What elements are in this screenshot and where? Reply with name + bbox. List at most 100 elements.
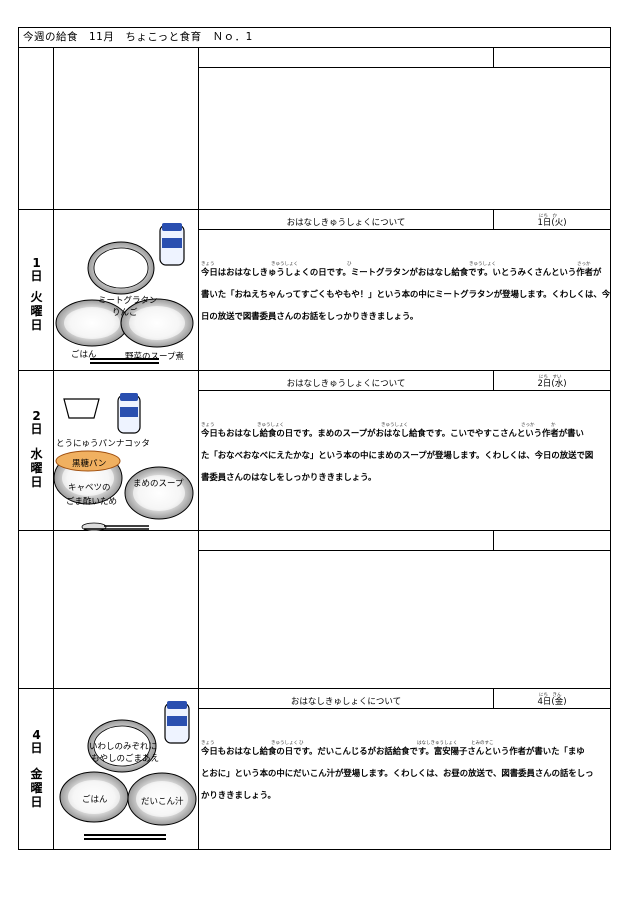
text-line: 今日もおはなし給食の日です。だいこんじるがお話給食です。富安陽子さんという作者が… (201, 746, 585, 756)
weekday-char: 日 (30, 318, 43, 332)
topic-cell: おはなしきゅうしょくについて (199, 371, 494, 390)
day-number: 2 (32, 409, 41, 423)
weekday-char: 水 (30, 447, 43, 461)
ruby-text: さっか (577, 262, 591, 267)
date-ruby: にち きん (539, 693, 562, 698)
food-label: ごはん (82, 795, 108, 805)
day-unit: 日 (30, 422, 43, 436)
topic-cell: おはなしきゅしょくについて (199, 689, 494, 708)
food-label: いわしのみぞれに (89, 742, 158, 752)
weekday-char: 曜 (30, 781, 43, 795)
topic-cell (199, 531, 494, 550)
topic-cell: おはなしきゅうしょくについて (199, 210, 494, 229)
ruby-text: ひ (299, 741, 304, 746)
week-row-friday: 4 日 金 曜 日 (19, 689, 610, 850)
cup-icon (63, 398, 100, 419)
text-line: かりききましょう。 (201, 790, 276, 800)
food-label: だいこん汁 (141, 797, 184, 807)
ruby-text: きゅうしょく (469, 262, 496, 267)
content-cell: おはなしきゅうしょくについて 1日(火) にち か きょう きゅうしょく ひ き… (199, 210, 610, 370)
ruby-text: きゅうしょく (381, 423, 408, 428)
ruby-text: きょう (201, 741, 215, 746)
text-line: 書委員さんのはなしをしっかりききましょう。 (201, 472, 377, 482)
content-header: おはなしきゅうしょくについて 2日(水) にち すい (199, 371, 610, 391)
day-unit: 日 (30, 269, 43, 283)
food-label: キャベツの (68, 483, 111, 493)
chopsticks-icon (90, 358, 159, 364)
ruby-text: ひ (347, 262, 352, 267)
chopsticks-icon (84, 834, 166, 840)
food-label: まめのスープ (133, 479, 184, 489)
picture-cell: ミートグラタン りんご ごはん 野菜のスープ煮 (54, 210, 199, 370)
spoon-and-chopsticks-icon (81, 522, 149, 531)
weekday-char: 火 (30, 290, 43, 304)
food-label: ごま酢いため (66, 497, 118, 507)
text-line: とおに」という本の中にだいこん汁が登場します。くわしくは、お昼の放送で、図書委員… (201, 768, 594, 778)
content-header: おはなしきゅしょくについて 4日(金) にち きん (199, 689, 610, 709)
ruby-text: きょう (201, 262, 215, 267)
content-cell (199, 48, 610, 209)
bread-icon (55, 450, 121, 472)
weekday-char: 曜 (30, 304, 43, 318)
topic-cell (199, 48, 494, 67)
week-row-blank-1 (19, 48, 610, 210)
week-row-blank-2 (19, 531, 610, 689)
date-cell: 1日(火) (537, 218, 567, 228)
food-label: 野菜のスープ煮 (125, 352, 184, 362)
picture-cell: とうにゅうパンナコッタ 黒糖パン キャベツの ごま酢いため まめのスープ (54, 371, 199, 531)
day-cell: 2 日 水 曜 日 (19, 371, 54, 530)
content-header (199, 48, 610, 68)
food-label: もやしのごまあえ (91, 754, 160, 764)
ruby-text: きょう (201, 423, 215, 428)
text-line: 今日もおはなし給食の日です。まめのスープがおはなし給食です。こいでやすこさんとい… (201, 428, 584, 438)
food-label: とうにゅうパンナコッタ (56, 439, 150, 449)
body-text: 今日もおはなし給食の日です。だいこんじるがお話給食です。富安陽子さんという作者が… (201, 740, 606, 806)
food-label: ミートグラタン (98, 296, 158, 306)
text-line: 今日はおはなしきゅうしょくの日です。ミートグラタンがおはなし給食です。いとうみく… (201, 267, 602, 277)
weekday-char: 日 (30, 795, 43, 809)
date-cell (494, 48, 610, 67)
date-cell: 2日(水) (537, 379, 567, 389)
date-ruby: にち すい (539, 375, 562, 380)
date-ruby: にち か (539, 214, 557, 219)
ruby-text: とみのすこ (471, 741, 494, 746)
picture-cell (54, 531, 199, 688)
ruby-text: きゅうしょく (271, 262, 298, 267)
day-unit: 日 (30, 741, 43, 755)
milk-bottle-icon (117, 393, 141, 434)
week-row-tuesday: 1 日 火 曜 日 (19, 210, 610, 371)
content-cell (199, 531, 610, 688)
milk-bottle-icon (164, 701, 190, 744)
day-cell (19, 531, 54, 688)
weekday-char: 金 (30, 767, 43, 781)
weekday-char: 曜 (30, 461, 43, 475)
content-header (199, 531, 610, 551)
body-text: 今日はおはなしきゅうしょくの日です。ミートグラタンがおはなし給食です。いとうみく… (201, 261, 611, 327)
content-header: おはなしきゅうしょくについて 1日(火) にち か (199, 210, 610, 230)
picture-cell (54, 48, 199, 209)
food-label: ごはん (71, 350, 97, 360)
body-text: 今日もおはなし給食の日です。まめのスープがおはなし給食です。こいでやすこさんとい… (201, 422, 606, 488)
day-number: 4 (32, 728, 41, 742)
picture-cell: いわしのみぞれに もやしのごまあえ ごはん だいこん汁 (54, 689, 199, 850)
text-line: 日の放送で図書委員さんのお話をしっかりききましょう。 (201, 311, 419, 321)
milk-bottle-icon (159, 223, 185, 266)
food-label: りんご (112, 308, 138, 318)
text-line: た「おなべおなべにえたかな」という本の中にまめのスープが登場します。くわしくは、… (201, 450, 594, 460)
ruby-text: さっか (521, 423, 535, 428)
text-line: 書いた「おねえちゃんってすごくもやもや！」という本の中にミートグラタンが登場しま… (201, 289, 611, 299)
content-cell: おはなしきゅしょくについて 4日(金) にち きん きょう きゅうしょく ひ は… (199, 689, 610, 850)
day-cell: 4 日 金 曜 日 (19, 689, 54, 850)
ruby-text: か (551, 423, 556, 428)
day-number: 1 (32, 256, 41, 270)
ruby-text: きゅうしょく (271, 741, 298, 746)
weekday-char: 日 (30, 475, 43, 489)
meal-tray-illustration (59, 701, 197, 840)
date-cell: 4日(金) (537, 697, 567, 707)
sheet-title: 今週の給食 11月 ちょこっと食育 Ｎｏ．1 (19, 28, 610, 48)
food-label: 黒糖パン (72, 459, 107, 469)
day-cell (19, 48, 54, 209)
content-cell: おはなしきゅうしょくについて 2日(水) にち すい きょう きゅうしょく きゅ… (199, 371, 610, 530)
day-cell: 1 日 火 曜 日 (19, 210, 54, 370)
ruby-text: きゅうしょく (257, 423, 284, 428)
